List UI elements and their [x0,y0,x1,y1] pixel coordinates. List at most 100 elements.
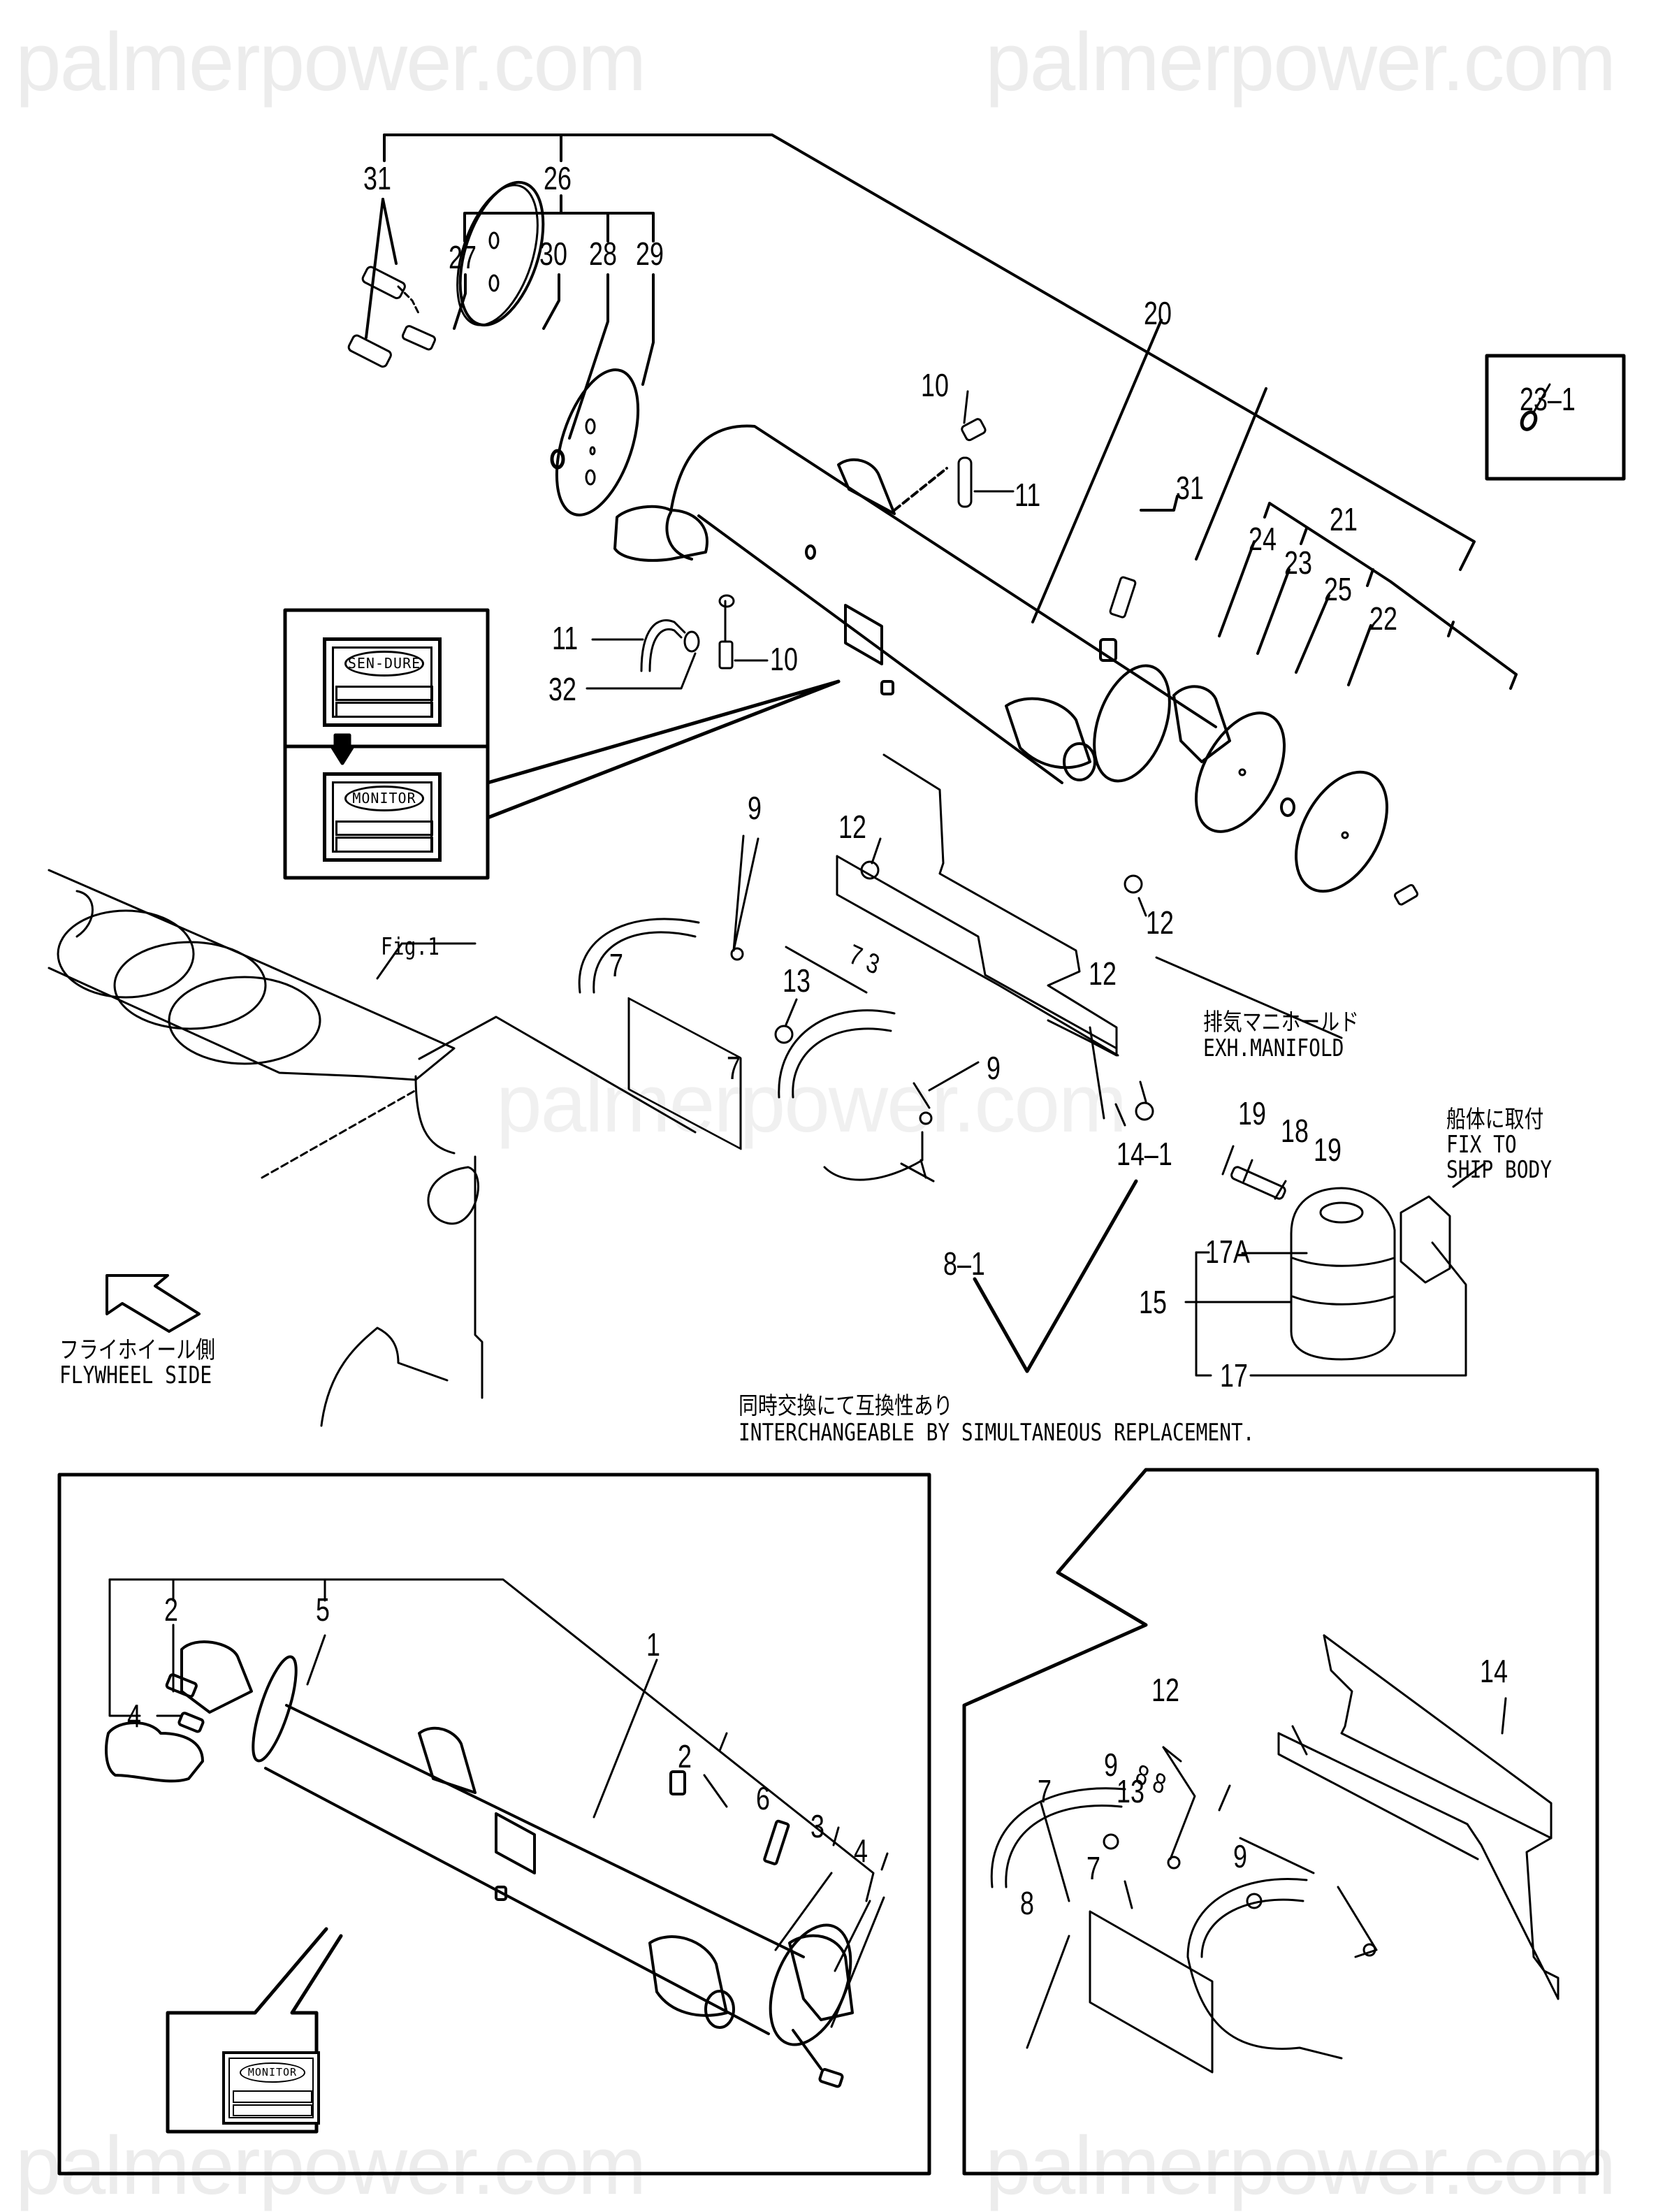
callout-4: 4 [854,1833,868,1869]
callout-25: 25 [1324,571,1352,607]
part-bands-7-8 [990,1725,1378,2074]
callout-26: 26 [544,160,572,196]
callout-19: 19 [1238,1095,1266,1132]
callout-11: 11 [552,620,579,656]
callout-6: 6 [756,1780,770,1816]
callout-15: 15 [1139,1284,1167,1320]
lower-left-frame [57,1473,931,2176]
exh-manifold-en: EXH.MANIFOLD [1203,1034,1344,1062]
callout-9: 9 [987,1050,1001,1086]
callout-10: 10 [921,367,949,403]
callout-30: 30 [539,236,567,272]
interchange-pointer [973,1179,1138,1373]
callout-13: 13 [1117,1773,1144,1809]
part-hose-11-left [586,594,769,690]
watermark: palmerpower.com [15,2120,646,2212]
flywheel-direction-arrow [106,1274,201,1333]
callout-10: 10 [770,641,798,677]
part-cooler-1 [105,1640,854,2088]
callout-13: 13 [783,962,810,999]
callout-31: 31 [363,160,391,196]
fix-to-ship-en-1: FIX TO [1446,1131,1517,1159]
watermark: palmerpower.com [985,2120,1616,2212]
callout-3: 3 [810,1808,824,1844]
part-bracket-14-1 [836,753,1119,1057]
part-tube-11 [957,456,1015,508]
callout-23: 23 [1284,544,1312,581]
watermark: palmerpower.com [15,16,646,108]
part-plate-25 [1295,770,1388,893]
inset-box-23-1 [1485,354,1626,481]
callout-7: 7 [1086,1850,1100,1886]
callout-14: 14 [1480,1653,1508,1689]
exh-manifold-jp: 排気マニホールド [1203,1009,1360,1036]
callout-12: 12 [1089,955,1117,992]
nameplate-new: MONITOR [323,772,442,862]
part-washer-23 [1280,797,1295,817]
callout-4: 4 [127,1698,141,1734]
callout-1: 1 [646,1626,660,1663]
callout-29: 29 [636,236,664,272]
callout-9: 9 [748,790,762,826]
part-cooler-20 [613,424,1231,784]
watermark: palmerpower.com [496,1057,1127,1150]
nameplate-monitor-text: MONITOR [240,2062,305,2083]
callout-20: 20 [1144,295,1172,331]
callout-17: 17 [1220,1357,1248,1394]
callout-21: 21 [1330,501,1358,537]
callout-14-1: 14–1 [1117,1136,1172,1172]
callout-28: 28 [589,236,617,272]
part-cover-30 [456,180,545,327]
fix-to-ship-jp: 船体に取付 [1446,1106,1544,1134]
callout-18: 18 [1281,1113,1309,1149]
nameplate-new-text: MONITOR [344,786,425,811]
nameplate-old-text: SEN-DURE [344,651,425,677]
callout-8-1: 8–1 [943,1245,985,1282]
exhaust-manifold-fig1 [48,869,697,1427]
callout-12: 12 [838,809,866,845]
callout-5: 5 [316,1591,330,1628]
callout-23-1: 23–1 [1520,381,1576,417]
callout-9: 9 [1104,1747,1118,1783]
label-change-callout [283,608,841,880]
nameplate-monitor: MONITOR [222,2051,320,2125]
callout-22: 22 [1369,600,1397,637]
watermark: palmerpower.com [985,16,1616,108]
interchangeable-note-jp: 同時交換にて互換性あり [739,1392,953,1420]
flywheel-side-en: FLYWHEEL SIDE [59,1361,212,1389]
lower-right-frame [962,1468,1599,2176]
callout-17A: 17A [1205,1234,1250,1270]
callout-27: 27 [449,239,477,275]
flywheel-side-jp: フライホイール側 [59,1336,216,1364]
part-fitting-10 [961,390,987,442]
callout-24: 24 [1249,521,1277,557]
callout-12: 12 [1146,904,1174,941]
callout-11: 11 [1015,477,1041,513]
part-bolts-12-13 [730,834,1154,1125]
callout-9: 9 [1233,1838,1247,1874]
callout-2: 2 [164,1591,178,1628]
callout-7: 7 [1038,1773,1052,1809]
interchangeable-note-en: INTERCHANGEABLE BY SIMULTANEOUS REPLACEM… [739,1419,1255,1447]
callout-32: 32 [548,671,576,707]
part-plug-31 [1109,576,1137,619]
callout-7: 7 [727,1050,741,1086]
callout-31: 31 [1176,470,1204,506]
callout-7: 7 [609,947,623,983]
part-plate-24 [1194,711,1286,833]
fix-to-ship-en-2: SHIP BODY [1446,1156,1553,1184]
part-gasket-29 [555,368,640,516]
part-bracket-14 [1277,1634,1560,2000]
part-filter-15 [1184,1145,1486,1377]
callout-19: 19 [1314,1132,1342,1168]
leader-lines-top [365,133,1518,690]
part-bolt-22 [1393,883,1419,906]
leader-lines-middle [785,946,1343,1183]
callout-2: 2 [678,1738,692,1774]
part-bands-7 [578,918,924,1181]
callout-12: 12 [1151,1672,1179,1708]
nameplate-old: SEN-DURE [323,637,442,727]
part-bolts-31 [347,266,437,368]
